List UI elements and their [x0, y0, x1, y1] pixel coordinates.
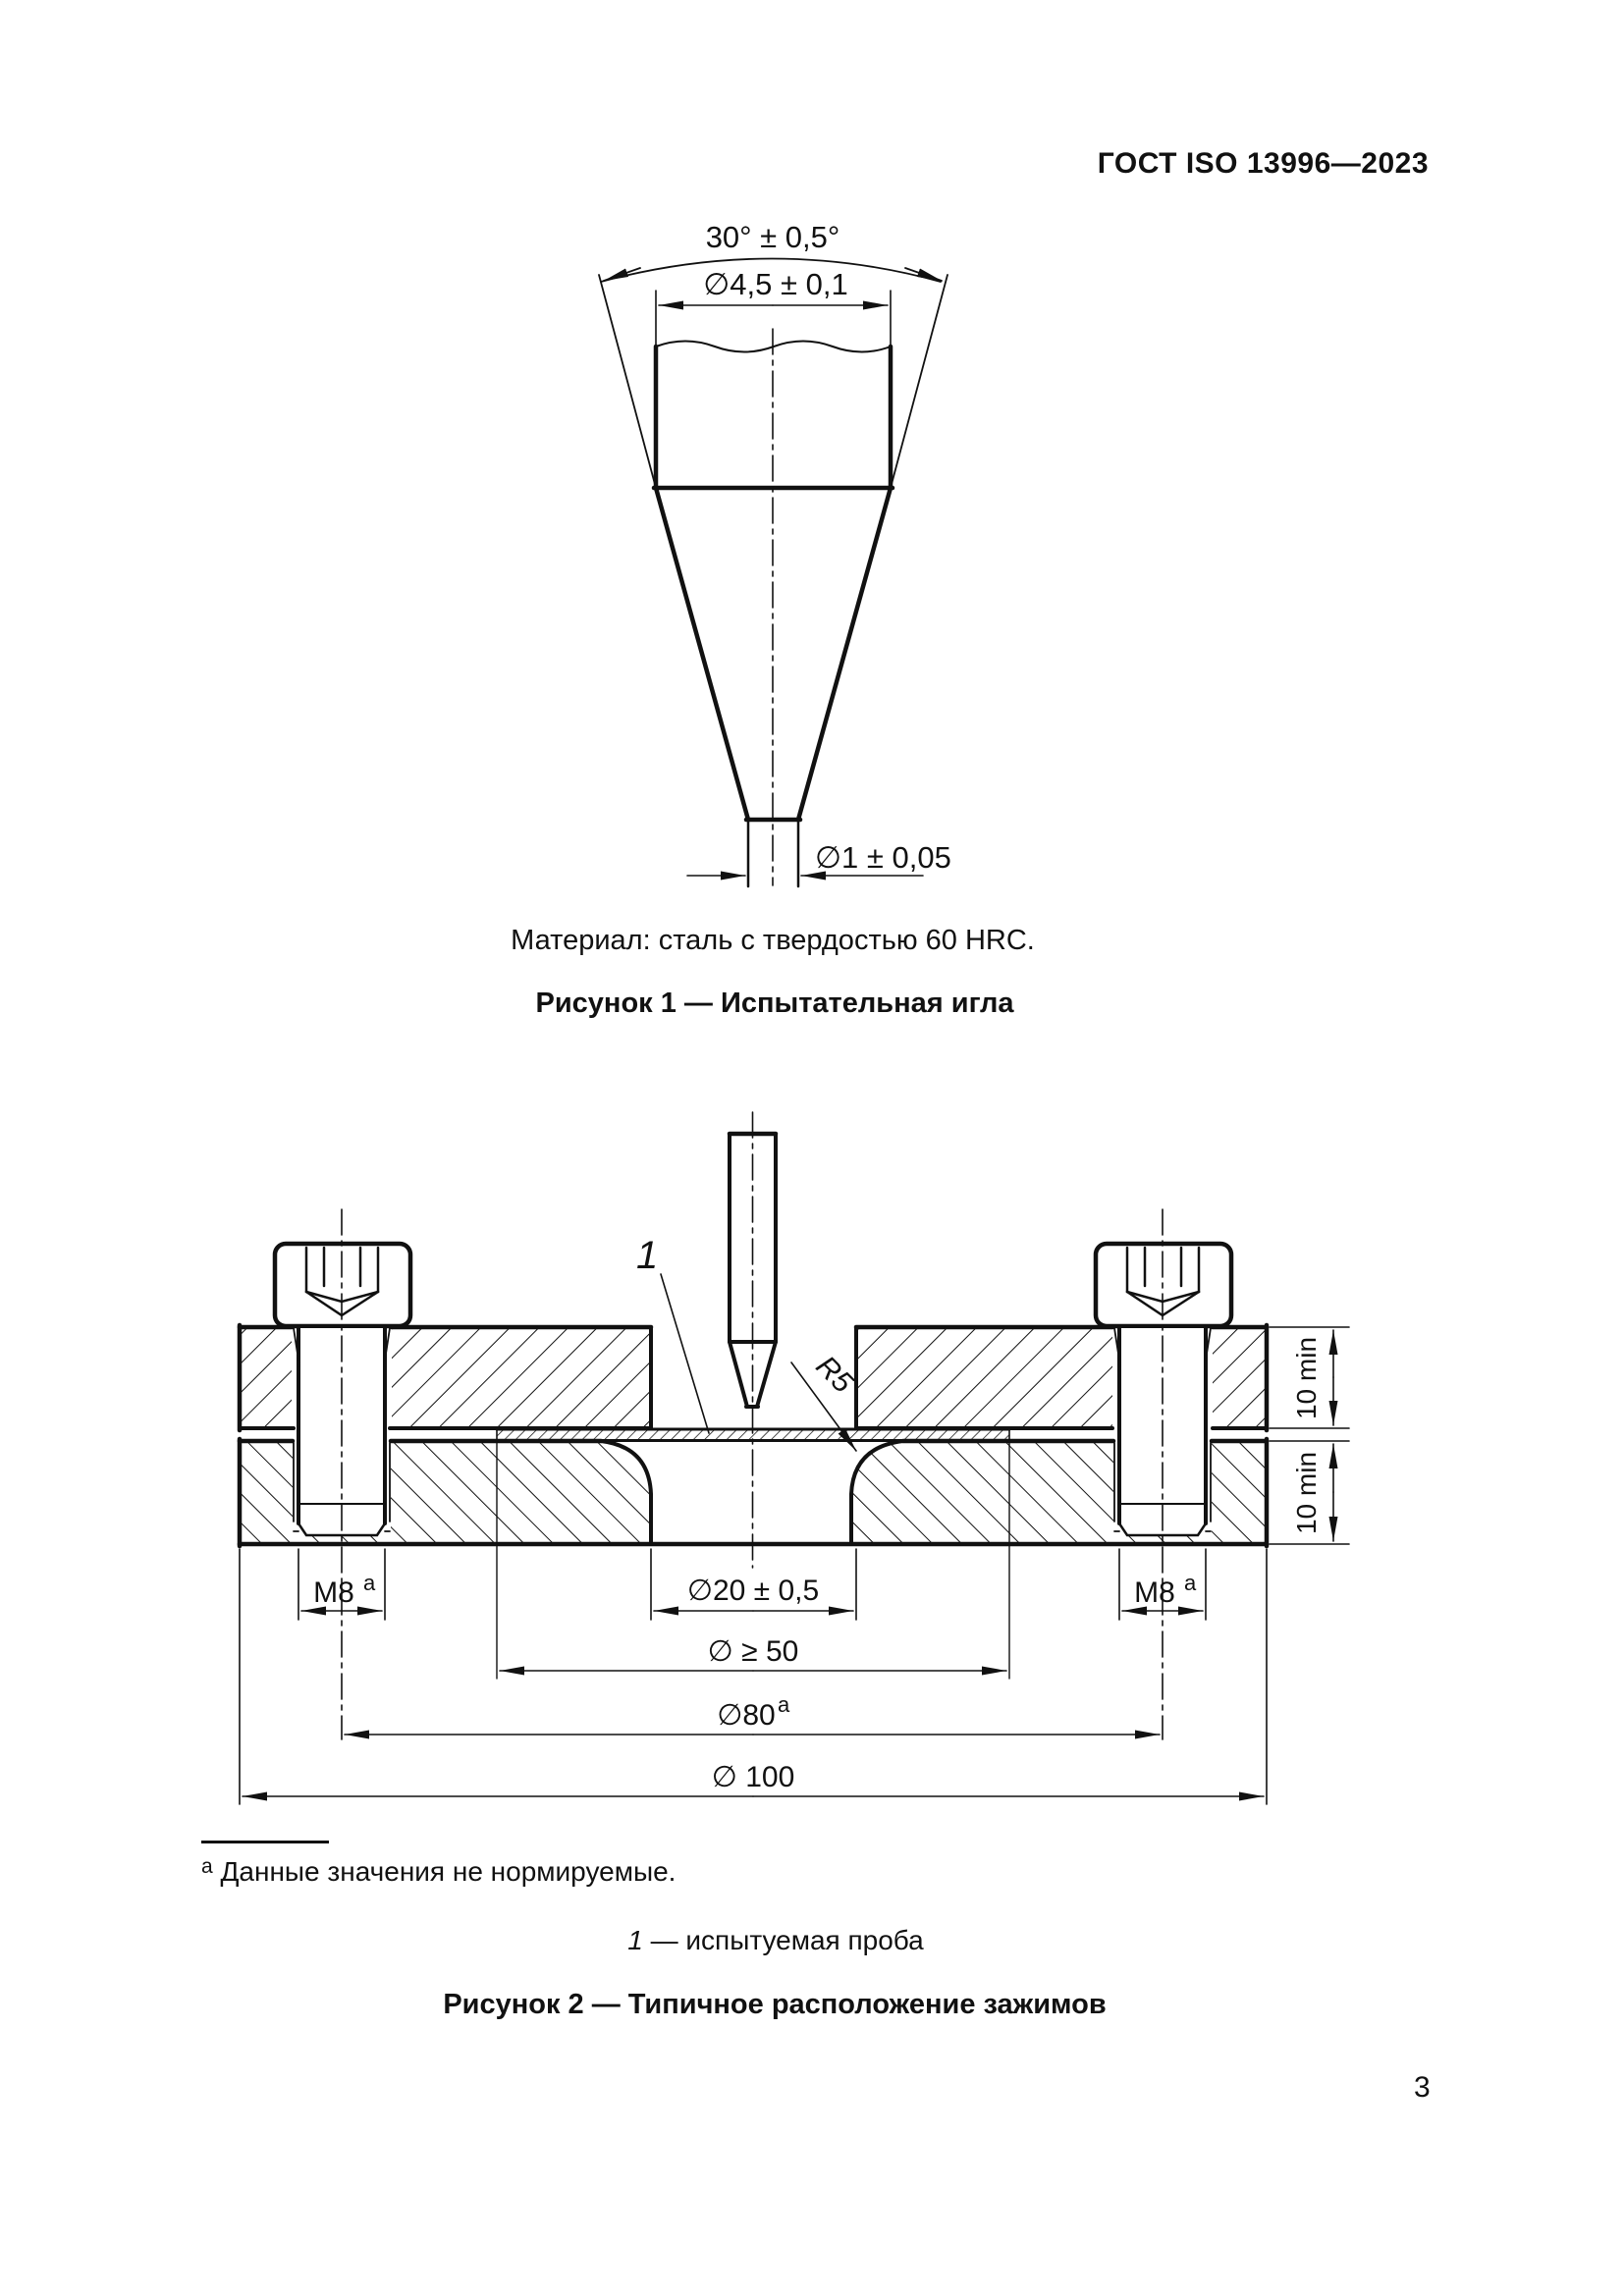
angle-arrow-left — [603, 267, 641, 282]
cone-flank-left — [653, 485, 751, 823]
figure-2-clamp-arrangement: 1 R5 M8 a M8 a — [237, 1111, 1350, 1805]
page-number: 3 — [1414, 2071, 1431, 2104]
top-plate-thickness-label: 10 min — [1291, 1337, 1322, 1419]
thread-size-sup: a — [1184, 1571, 1197, 1595]
angle-dimension-arc — [600, 257, 942, 283]
figure-2-legend: 1 — испытуемая проба — [0, 1925, 1551, 1956]
footnote-marker: a — [201, 1855, 213, 1878]
leader-line — [660, 1273, 710, 1434]
thread-size-sup: a — [363, 1571, 376, 1595]
center-hole-fillet-right — [849, 1439, 905, 1546]
footnote-separator — [201, 1841, 329, 1843]
leader-line — [790, 1362, 857, 1452]
figure-2-caption: Рисунок 2 — Типичное расположение зажимо… — [443, 1989, 1107, 2020]
thread-size-label: M8 — [313, 1576, 354, 1609]
tip-diameter-label: ∅1 ± 0,05 — [815, 840, 951, 875]
angle-label: 30° ± 0,5° — [706, 220, 840, 254]
angle-arrow-right — [904, 267, 943, 282]
top-diameter-label: ∅4,5 ± 0,1 — [703, 267, 847, 301]
figure-1-test-needle: 30° ± 0,5° ∅4,5 ± 0,1 ∅1 ± 0,05 — [598, 220, 951, 888]
footnote: a Данные значения не нормируемые. — [201, 1855, 1085, 1888]
bolt-circle-sup: a — [778, 1692, 790, 1717]
footnote-text: Данные значения не нормируемые. — [220, 1856, 677, 1887]
material-note: Материал: сталь с твердостью 60 HRC. — [511, 925, 1035, 956]
figure-1-caption: Рисунок 1 — Испытательная игла — [535, 988, 1014, 1019]
legend-item-text: — испытуемая проба — [650, 1925, 924, 1955]
part-label: 1 — [636, 1234, 658, 1277]
center-hole-fillet-left — [599, 1439, 653, 1546]
hole-diameter-label: ∅20 ± 0,5 — [687, 1575, 819, 1607]
specimen-section — [497, 1430, 1009, 1440]
thread-size-label: M8 — [1134, 1576, 1175, 1609]
specimen-diameter-label: ∅ ≥ 50 — [708, 1635, 799, 1668]
page-header: ГОСТ ISO 13996—2023 — [1097, 147, 1429, 180]
bottom-plate-thickness-label: 10 min — [1291, 1452, 1322, 1534]
outer-diameter-label: ∅ 100 — [712, 1761, 795, 1793]
break-wavy-line — [655, 340, 892, 353]
cone-flank-construction-right — [890, 274, 948, 489]
socket-head-bolt-left — [272, 1241, 413, 1537]
bolt-circle-label: ∅80 — [717, 1699, 776, 1732]
cone-flank-right — [795, 485, 893, 823]
cone-flank-construction-left — [598, 274, 657, 489]
legend-item-number: 1 — [627, 1925, 643, 1955]
